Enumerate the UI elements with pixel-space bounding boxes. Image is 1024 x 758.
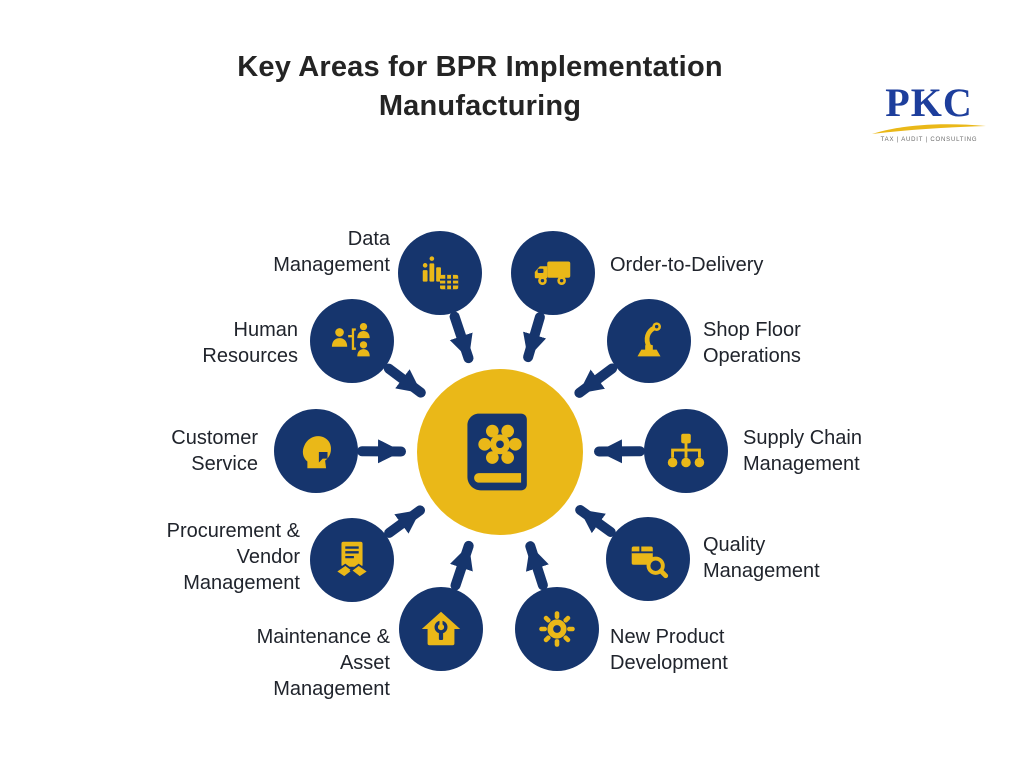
node-quality-management	[606, 517, 690, 601]
node-new-product-development	[515, 587, 599, 671]
node-label-quality-management: Quality Management	[703, 534, 820, 582]
diagram-title: Key Areas for BPR Implementation Manufac…	[237, 51, 723, 123]
node-data-management	[398, 231, 482, 315]
node-label-human-resources: Human Resources	[202, 319, 298, 367]
gear-icon	[539, 611, 575, 647]
node-label-maintenance-asset: Maintenance & Asset Management	[256, 626, 390, 700]
logo-caption: TAX | AUDIT | CONSULTING	[880, 137, 978, 143]
node-label-data-management: Data Management	[273, 228, 390, 276]
logo-swoosh-icon	[872, 124, 986, 134]
node-order-to-delivery	[511, 231, 595, 315]
node-label-shop-floor-operations: Shop Floor Operations	[703, 319, 801, 367]
people-org-icon	[331, 322, 370, 357]
node-maintenance-asset-management	[399, 587, 483, 671]
robotic-arm-icon	[637, 322, 661, 357]
bar-chart-table-icon	[422, 256, 459, 290]
network-icon	[667, 433, 705, 468]
pkc-logo: PKC TAX | AUDIT | CONSULTING	[864, 80, 994, 143]
customer-head-icon	[302, 436, 332, 469]
node-human-resources	[310, 299, 394, 383]
contract-handshake-icon	[334, 541, 370, 579]
node-shop-floor-operations	[607, 299, 691, 383]
box-magnifier-icon	[631, 546, 669, 579]
node-customer-service	[274, 409, 358, 493]
node-label-supply-chain-management: Supply Chain Management	[743, 427, 862, 475]
central-hub	[417, 369, 583, 535]
node-label-customer-service: Customer Service	[171, 427, 258, 475]
node-supply-chain-management	[644, 409, 728, 493]
node-procurement-vendor-management	[310, 518, 394, 602]
book-gear-icon	[467, 413, 527, 491]
logo-text: PKC	[885, 80, 973, 125]
house-wrench-icon	[421, 611, 461, 646]
node-label-order-to-delivery: Order-to-Delivery	[610, 254, 764, 276]
node-label-new-product-development: New Product Development	[610, 626, 728, 674]
truck-icon	[534, 261, 571, 285]
node-label-procurement-vendor: Procurement & Vendor Management	[166, 520, 300, 594]
